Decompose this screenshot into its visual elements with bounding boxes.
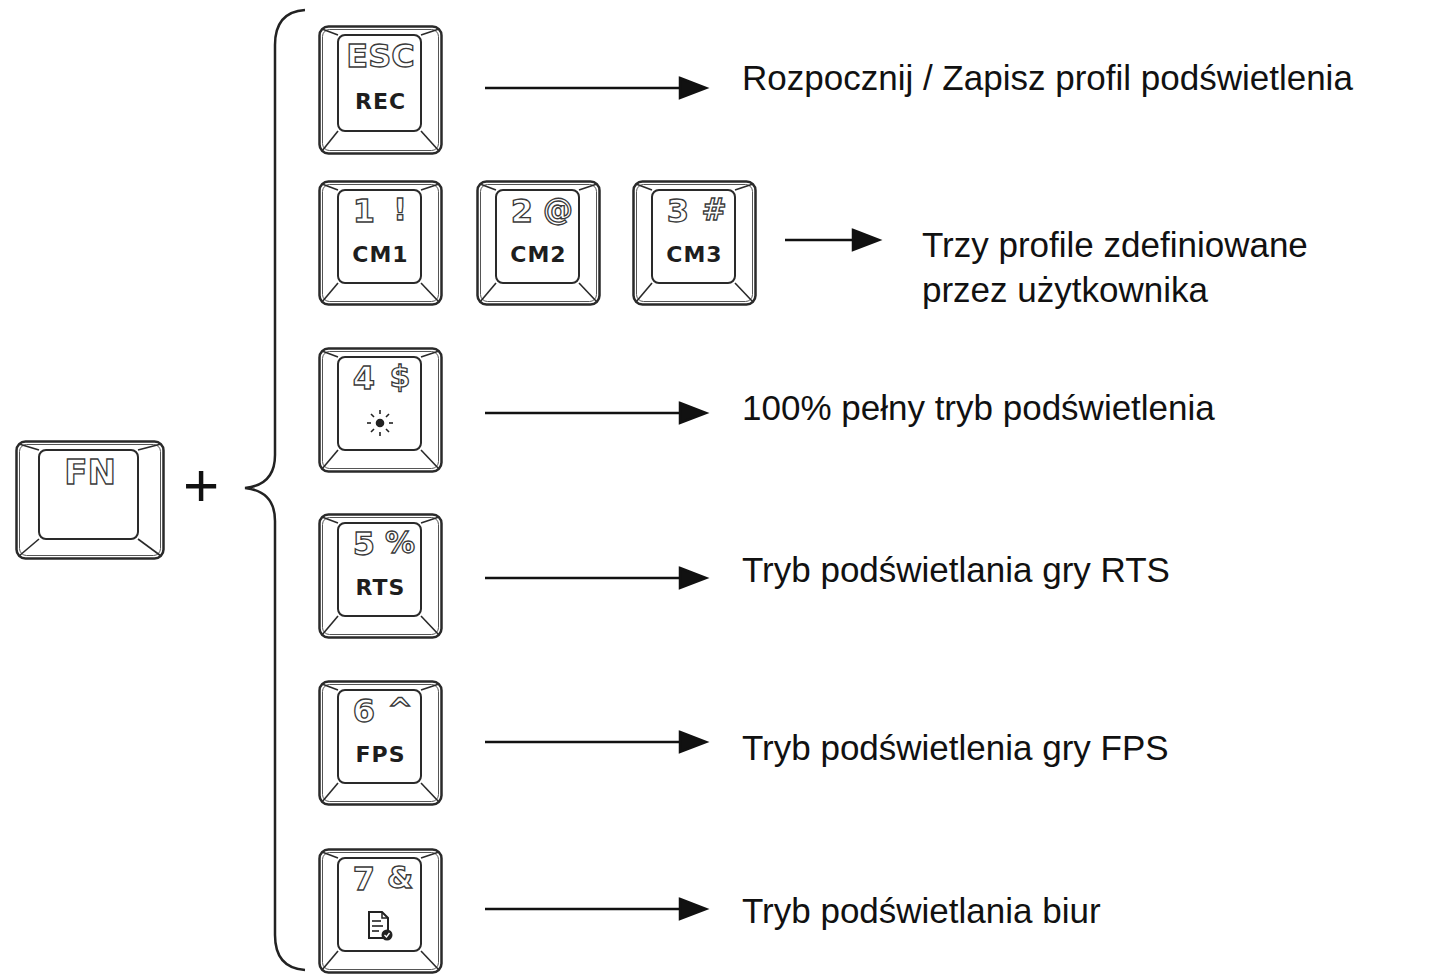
- keyboard-key: ESC REC: [318, 25, 443, 155]
- key-character: 3: [658, 192, 698, 230]
- keyboard-key: 1! CM1: [318, 180, 443, 306]
- key-character: 5: [344, 525, 384, 563]
- function-description: Trzy profile zdefiniowane przez użytkown…: [922, 222, 1392, 312]
- key-function-label: CM1: [318, 242, 443, 268]
- function-description: Tryb podświetlania biur: [742, 890, 1442, 932]
- arrow-head: [680, 732, 706, 752]
- arrow-line: [485, 741, 685, 744]
- function-description: Rozpocznij / Zapisz profil podświetlenia: [742, 57, 1450, 99]
- keyboard-key: 7&: [318, 848, 443, 974]
- key-character: ESC: [318, 37, 443, 75]
- function-description: Tryb podświetlenia gry FPS: [742, 727, 1442, 769]
- key-character: #: [694, 192, 734, 228]
- function-description: 100% pełny tryb podświetlenia: [742, 387, 1442, 429]
- arrow-line: [785, 239, 858, 242]
- key-function-label: FPS: [318, 742, 443, 768]
- curly-brace: [245, 10, 305, 970]
- key-character: $: [380, 359, 420, 395]
- plus-sign: +: [176, 450, 226, 520]
- keyboard-key: 3# CM3: [632, 180, 757, 306]
- key-function-label: REC: [318, 89, 443, 115]
- key-character: FN: [15, 452, 165, 493]
- keyboard-key: 6^ FPS: [318, 680, 443, 806]
- arrow-head: [680, 899, 706, 919]
- arrow-line: [485, 412, 685, 415]
- key-character: 6: [344, 692, 384, 730]
- key-character: ^: [380, 692, 420, 728]
- keycap-outline: [318, 347, 443, 473]
- key-character: &: [380, 860, 420, 896]
- key-function-label: CM3: [632, 242, 757, 268]
- key-character: 1: [344, 192, 384, 230]
- key-character: 4: [344, 359, 384, 397]
- keyboard-key: 4$: [318, 347, 443, 473]
- key-function-label: RTS: [318, 575, 443, 601]
- key-character: @: [538, 192, 578, 228]
- key-character: 7: [344, 860, 384, 898]
- key-character: %: [380, 525, 420, 561]
- key-function-label: CM2: [476, 242, 601, 268]
- keyboard-key: 2@ CM2: [476, 180, 601, 306]
- key-character: 2: [502, 192, 542, 230]
- arrows: [485, 78, 879, 919]
- arrow-head: [680, 78, 706, 98]
- key-character: !: [380, 192, 420, 228]
- arrow-line: [485, 908, 685, 911]
- keyboard-key: FN: [15, 440, 165, 560]
- arrow-head: [680, 403, 706, 423]
- keyboard-key: 5% RTS: [318, 513, 443, 639]
- arrow-head: [680, 568, 706, 588]
- arrow-line: [485, 577, 685, 580]
- arrow-line: [485, 87, 685, 90]
- arrow-head: [853, 230, 879, 250]
- function-description: Tryb podświetlania gry RTS: [742, 549, 1442, 591]
- keycap-outline: [318, 848, 443, 974]
